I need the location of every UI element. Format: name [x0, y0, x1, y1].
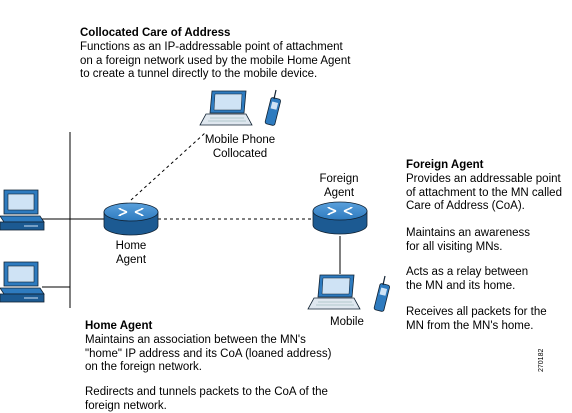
home-agent-desc-p1: Maintains an association between the MN'…: [85, 334, 332, 373]
collocated-coa-title: Collocated Care of Address: [80, 27, 231, 39]
router-icon: [312, 201, 368, 235]
foreign-agent-desc-title: Foreign Agent: [406, 159, 484, 171]
home-agent-desc-title: Home Agent: [85, 320, 153, 332]
mobile-label: Mobile: [330, 316, 364, 328]
home-agent-desc-p2: Redirects and tunnels packets to the CoA…: [85, 386, 328, 412]
mobile-phone-icon: [264, 89, 281, 126]
laptop-icon: [199, 90, 253, 126]
tunnel-home-to-phone: [130, 132, 206, 201]
workstation-icon: [0, 261, 45, 303]
router-icon: [103, 202, 159, 236]
foreign-agent-label: Foreign Agent: [319, 173, 359, 199]
laptop-icon: [307, 274, 361, 310]
mobile-phone-icon: [373, 275, 390, 312]
mobile-phone-collocated-label: Mobile Phone Collocated: [204, 134, 276, 160]
collocated-coa-description: Functions as an IP-addressable point of …: [80, 41, 351, 80]
foreign-agent-desc-p2: Maintains an awareness for all visiting …: [406, 227, 531, 253]
foreign-agent-desc-p3: Acts as a relay between the MN and its h…: [406, 266, 529, 292]
foreign-agent-desc-p1: Provides an addressable point of attachm…: [406, 173, 562, 212]
foreign-agent-desc-p4: Receives all packets for the MN from the…: [406, 306, 547, 332]
figure-id: 270182: [538, 348, 545, 372]
workstation-icon: [0, 189, 45, 231]
home-agent-label: Home Agent: [115, 240, 147, 266]
